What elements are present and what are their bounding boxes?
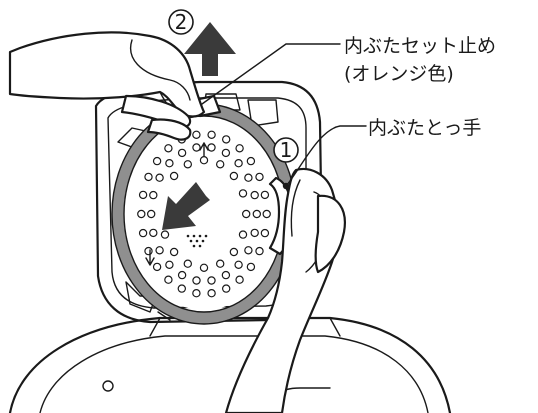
plate-hole bbox=[255, 246, 264, 256]
plate-hole bbox=[177, 148, 187, 158]
handle-label: 内ぶたとっ手 bbox=[368, 117, 481, 139]
plate-hole bbox=[215, 160, 225, 169]
plate-hole bbox=[221, 148, 231, 158]
plate-hole bbox=[246, 262, 256, 272]
plate-hole bbox=[238, 230, 248, 239]
plate-hole bbox=[160, 230, 170, 239]
plate-hole bbox=[177, 270, 187, 280]
plate-hole bbox=[238, 189, 248, 198]
plate-hole bbox=[165, 260, 174, 269]
plate-hole bbox=[192, 289, 201, 298]
plate-hole bbox=[164, 275, 173, 284]
plate-center-dot bbox=[192, 234, 196, 238]
hand-right bbox=[224, 167, 346, 413]
plate-hole bbox=[164, 144, 173, 153]
step-1-badge: 1 bbox=[273, 137, 299, 163]
plate-center-dot bbox=[198, 244, 202, 248]
plate-hole bbox=[137, 209, 146, 219]
pull-out-arrow-icon bbox=[162, 182, 210, 230]
plate-hole bbox=[169, 247, 179, 257]
plate-hole bbox=[235, 144, 244, 153]
plate-hole bbox=[207, 276, 216, 285]
plate-hole bbox=[250, 190, 259, 200]
plate-hole bbox=[138, 228, 148, 238]
plate-center-dot bbox=[201, 239, 205, 243]
handle-leader-line bbox=[285, 125, 367, 187]
plate-hole bbox=[229, 247, 239, 257]
plate-hole bbox=[244, 173, 253, 182]
plate-hole bbox=[146, 209, 156, 219]
plate-hole bbox=[215, 259, 225, 268]
plate-hole bbox=[155, 173, 164, 182]
perforated-plate bbox=[126, 118, 282, 310]
plate-hole bbox=[221, 284, 231, 293]
stopper-leader-line bbox=[201, 43, 341, 105]
plate-center-dot bbox=[204, 234, 208, 238]
plate-hole bbox=[250, 228, 259, 238]
plate-up-mark-icon bbox=[199, 142, 209, 157]
plate-hole bbox=[221, 270, 231, 280]
plate-center-dot bbox=[195, 239, 199, 243]
plate-hole bbox=[144, 246, 153, 256]
stopper-label: 内ぶたセット止め bbox=[344, 35, 496, 57]
plate-hole bbox=[246, 156, 256, 166]
stopper-color-label: (オレンジ色) bbox=[344, 63, 454, 85]
plate-hole bbox=[260, 190, 270, 200]
plate-hole bbox=[155, 246, 164, 255]
step-2-badge: 2 bbox=[168, 9, 194, 35]
plate-hole bbox=[255, 172, 264, 182]
plate-center-dots bbox=[186, 234, 208, 248]
plate-hole bbox=[169, 171, 179, 181]
plate-hole bbox=[244, 246, 253, 255]
plate-hole bbox=[192, 143, 201, 152]
plate-center-dot bbox=[192, 244, 196, 248]
plate-hole bbox=[221, 135, 231, 144]
plate-center-dot bbox=[198, 234, 202, 238]
plate-hole bbox=[138, 190, 148, 200]
inner-lid bbox=[111, 103, 297, 325]
svg-text:2: 2 bbox=[175, 10, 188, 34]
plate-hole bbox=[207, 289, 216, 298]
plate-hole bbox=[144, 172, 153, 182]
plate-center-dot bbox=[186, 234, 190, 238]
plate-hole bbox=[235, 275, 244, 284]
plate-hole bbox=[234, 260, 243, 269]
plate-hole bbox=[152, 262, 162, 272]
plate-hole bbox=[199, 263, 209, 272]
plate-hole bbox=[207, 130, 216, 139]
plate-hole bbox=[149, 190, 158, 200]
plate-hole bbox=[252, 209, 261, 219]
plate-hole bbox=[207, 143, 216, 152]
hand-top bbox=[8, 31, 206, 141]
plate-hole bbox=[234, 158, 243, 168]
plate-hole bbox=[199, 155, 209, 165]
plate-hole bbox=[152, 156, 162, 166]
plate-hole bbox=[229, 171, 239, 181]
plate-hole bbox=[192, 276, 201, 285]
plate-center-dot bbox=[189, 239, 193, 243]
plate-hole bbox=[149, 228, 158, 238]
plate-hole bbox=[183, 259, 192, 268]
pull-up-arrow-icon bbox=[184, 22, 236, 76]
plate-hole bbox=[183, 160, 192, 169]
plate-hole bbox=[165, 158, 174, 168]
plate-hole bbox=[192, 130, 201, 139]
plate-hole bbox=[260, 228, 270, 238]
svg-text:1: 1 bbox=[280, 138, 293, 162]
plate-hole bbox=[262, 209, 271, 219]
plate-down-mark-icon bbox=[145, 249, 155, 266]
plate-hole bbox=[241, 209, 251, 219]
cooker-button bbox=[102, 380, 114, 392]
plate-hole bbox=[177, 284, 186, 293]
